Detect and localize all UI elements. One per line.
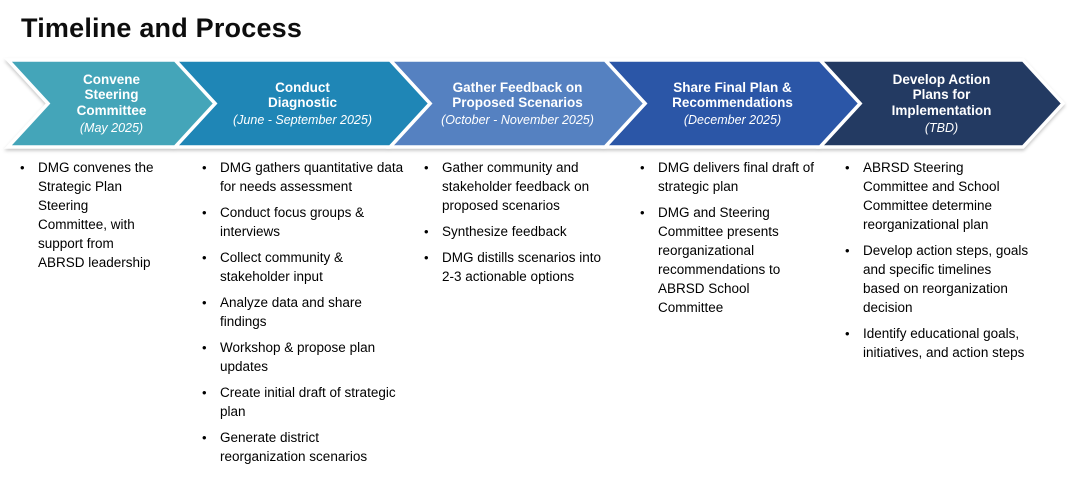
bullet-icon: •: [202, 160, 207, 175]
list-item: • Create initial draft of strategic plan: [202, 383, 405, 421]
bullet-text: DMG convenes the Strategic Plan Steering…: [38, 160, 154, 270]
bullet-text: ABRSD Steering Committee and School Comm…: [863, 160, 1000, 232]
list-item: • DMG and Steering Committee presents re…: [640, 203, 818, 317]
bullet-text: Conduct focus groups & interviews: [220, 205, 365, 239]
bullet-text: Gather community and stakeholder feedbac…: [442, 160, 590, 213]
bullet-text: Develop action steps, goals and specific…: [863, 243, 1029, 315]
bullet-icon: •: [202, 430, 207, 445]
bullet-icon: •: [20, 160, 25, 175]
list-item: • Gather community and stakeholder feedb…: [424, 158, 610, 215]
list-item: • Synthesize feedback: [424, 222, 610, 241]
bullet-icon: •: [845, 243, 850, 258]
list-item: • DMG gathers quantitative data for need…: [202, 158, 405, 196]
bullet-text: Generate district reorganization scenari…: [220, 430, 368, 464]
process-timeline-chevrons: [4, 58, 1066, 149]
bullet-text: DMG delivers final draft of strategic pl…: [658, 160, 815, 194]
bullet-icon: •: [640, 205, 645, 220]
list-item: • Generate district reorganization scena…: [202, 428, 405, 466]
bullet-icon: •: [424, 250, 429, 265]
list-item: • ABRSD Steering Committee and School Co…: [845, 158, 1029, 234]
list-item: • Identify educational goals, initiative…: [845, 324, 1029, 362]
bullet-text: Collect community & stakeholder input: [220, 250, 344, 284]
bullet-text: DMG gathers quantitative data for needs …: [220, 160, 404, 194]
bullet-list-3: • Gather community and stakeholder feedb…: [424, 158, 610, 286]
bullet-icon: •: [202, 205, 207, 220]
bullet-icon: •: [202, 340, 207, 355]
bullet-text: DMG and Steering Committee presents reor…: [658, 205, 781, 315]
bullet-icon: •: [640, 160, 645, 175]
page-title: Timeline and Process: [21, 13, 303, 43]
bullet-text: Synthesize feedback: [442, 224, 567, 239]
phase-column-5: • ABRSD Steering Committee and School Co…: [845, 158, 1029, 369]
list-item: • Analyze data and share findings: [202, 293, 405, 331]
list-item: • DMG delivers final draft of strategic …: [640, 158, 818, 196]
bullet-icon: •: [424, 224, 429, 239]
list-item: • Conduct focus groups & interviews: [202, 203, 405, 241]
bullet-text: Analyze data and share findings: [220, 295, 362, 329]
phase-column-4: • DMG delivers final draft of strategic …: [640, 158, 818, 324]
bullet-icon: •: [202, 295, 207, 310]
bullet-text: Workshop & propose plan updates: [220, 340, 376, 374]
bullet-icon: •: [424, 160, 429, 175]
bullet-text: DMG distills scenarios into 2-3 actionab…: [442, 250, 602, 284]
phase-column-3: • Gather community and stakeholder feedb…: [424, 158, 610, 293]
bullet-icon: •: [202, 385, 207, 400]
bullet-list-2: • DMG gathers quantitative data for need…: [202, 158, 405, 466]
bullet-icon: •: [845, 160, 850, 175]
phase-column-2: • DMG gathers quantitative data for need…: [202, 158, 405, 473]
bullet-list-1: • DMG convenes the Strategic Plan Steeri…: [20, 158, 156, 272]
list-item: • DMG distills scenarios into 2-3 action…: [424, 248, 610, 286]
bullet-list-5: • ABRSD Steering Committee and School Co…: [845, 158, 1029, 362]
list-item: • DMG convenes the Strategic Plan Steeri…: [20, 158, 156, 272]
list-item: • Collect community & stakeholder input: [202, 248, 405, 286]
bullet-icon: •: [202, 250, 207, 265]
list-item: • Develop action steps, goals and specif…: [845, 241, 1029, 317]
chevron-shape-1: [4, 58, 218, 149]
bullet-icon: •: [845, 326, 850, 341]
list-item: • Workshop & propose plan updates: [202, 338, 405, 376]
bullet-list-4: • DMG delivers final draft of strategic …: [640, 158, 818, 317]
bullet-text: Create initial draft of strategic plan: [220, 385, 396, 419]
bullet-text: Identify educational goals, initiatives,…: [863, 326, 1025, 360]
phase-column-1: • DMG convenes the Strategic Plan Steeri…: [20, 158, 156, 279]
